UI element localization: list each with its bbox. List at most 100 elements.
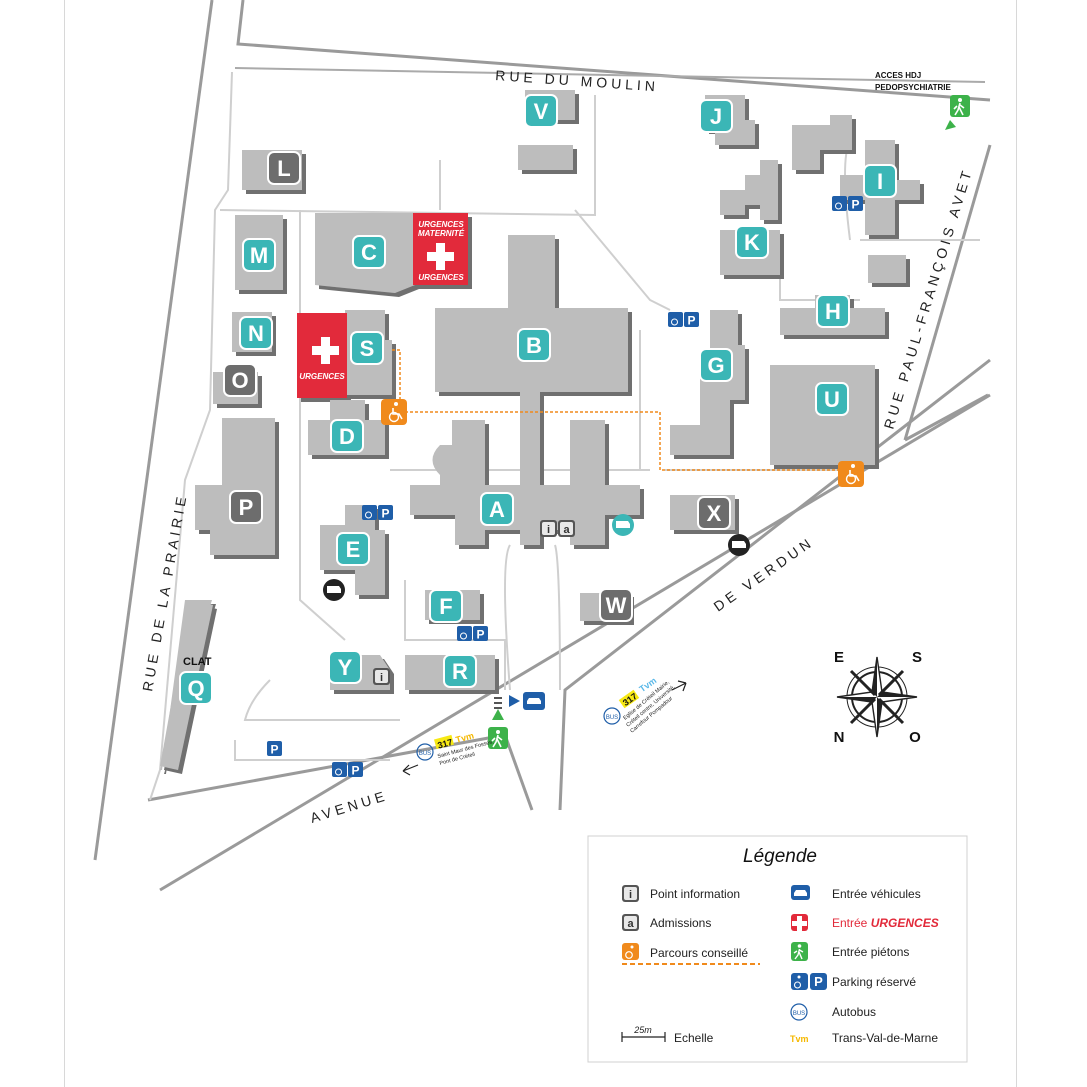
svg-text:25m: 25m — [633, 1025, 652, 1035]
road-avet-junction — [904, 393, 989, 442]
building-label-r[interactable]: R — [443, 654, 477, 688]
building-label-m[interactable]: M — [242, 238, 276, 272]
building-b-shape — [435, 235, 628, 405]
building-letter: K — [744, 230, 760, 255]
reserved-parking-icon: P — [668, 312, 699, 328]
building-label-h[interactable]: H — [816, 294, 850, 328]
legend-label-pedestrians: Entrée piétons — [832, 945, 909, 959]
compass-e: E — [834, 649, 844, 666]
building-label-e[interactable]: E — [336, 532, 370, 566]
vehicle-entrance-icon — [509, 692, 545, 710]
building-label-d[interactable]: D — [330, 419, 364, 453]
building-letter: X — [707, 501, 722, 526]
building-letter: D — [339, 424, 355, 449]
building-letter: V — [534, 99, 549, 124]
legend-label-route: Parcours conseillé — [650, 946, 748, 960]
building-letter: Q — [187, 676, 204, 701]
urgences-mat-text-3: URGENCES — [418, 273, 464, 282]
scale-icon: 25m — [621, 1025, 666, 1042]
road-rue-de-la-prairie-outer — [93, 0, 214, 861]
svg-text:i: i — [629, 889, 632, 901]
building-letter: G — [707, 353, 724, 378]
building-label-g[interactable]: G — [699, 348, 733, 382]
building-letter: E — [346, 537, 361, 562]
pedestrian-entrance-icon — [791, 942, 808, 961]
svg-text:i: i — [547, 524, 550, 536]
compass-o: O — [909, 729, 921, 746]
building-label-c[interactable]: C — [352, 235, 386, 269]
building-letter: I — [877, 169, 883, 194]
urgences-main-text: URGENCES — [299, 372, 345, 381]
bus-icon: BUS — [790, 1003, 808, 1021]
compass-rose: E S N O — [834, 649, 922, 746]
building-letter: B — [526, 333, 542, 358]
building-label-b[interactable]: B — [517, 328, 551, 362]
legend-label-vehicles: Entrée véhicules — [832, 887, 921, 901]
building-label-k[interactable]: K — [735, 225, 769, 259]
building-label-y[interactable]: Y — [328, 650, 362, 684]
pedestrian-entrance-icon — [945, 95, 970, 130]
svg-text:P: P — [381, 507, 389, 521]
building-label-v[interactable]: V — [524, 94, 558, 128]
legend-label-emergency: Entrée URGENCES — [832, 916, 939, 930]
road-rue-du-moulin-north — [234, 67, 986, 83]
legend-title: Légende — [743, 846, 817, 867]
reserved-parking-icon: P — [267, 741, 282, 757]
building-label-s[interactable]: S — [350, 331, 384, 365]
road-paul-francois-avet-east — [903, 144, 992, 441]
pedestrian-entrance-icon — [488, 709, 508, 749]
emergency-cross-icon — [312, 337, 339, 364]
building-letter: F — [439, 594, 452, 619]
compass-s: S — [912, 649, 922, 666]
svg-text:P: P — [476, 628, 484, 642]
building-label-j[interactable]: J — [699, 99, 733, 133]
building-label-p[interactable]: P — [229, 490, 263, 524]
building-letter: Y — [338, 655, 353, 680]
emergency-entrance-icon — [791, 914, 808, 931]
building-label-i[interactable]: I — [863, 164, 897, 198]
map-frame — [64, 0, 1017, 1087]
svg-text:i: i — [380, 672, 383, 684]
urgences-main-sign: URGENCES — [299, 337, 345, 381]
info-icon: i — [622, 885, 639, 902]
building-label-a[interactable]: A — [480, 492, 514, 526]
building-letter: A — [489, 497, 505, 522]
building-letter: J — [710, 104, 722, 129]
building-label-n[interactable]: N — [239, 316, 273, 350]
building-letter: C — [361, 240, 377, 265]
building-label-f[interactable]: F — [429, 589, 463, 623]
building-label-x[interactable]: X — [697, 496, 731, 530]
building-label-o[interactable]: O — [223, 363, 257, 397]
accessible-route-icon — [381, 399, 407, 425]
svg-text:P: P — [351, 764, 359, 778]
reserved-parking-icon: P — [332, 762, 363, 778]
legend-label-scale: Echelle — [674, 1031, 714, 1045]
building-label-u[interactable]: U — [815, 382, 849, 416]
admissions-icon: a — [558, 520, 575, 537]
delivery-truck-icon — [612, 514, 634, 536]
svg-text:P: P — [851, 198, 859, 212]
street-rue-du-moulin: RUE DU MOULIN — [495, 67, 660, 94]
emergency-cross-icon — [427, 243, 454, 270]
svg-text:P: P — [270, 743, 278, 757]
urgences-maternite-sign: URGENCES MATERNITÉ URGENCES — [418, 220, 465, 282]
bus-icon: BUS — [419, 751, 431, 757]
building-letter: U — [824, 387, 840, 412]
compass-n: N — [834, 729, 845, 746]
tvm-icon: Tvm — [455, 730, 475, 744]
accessible-route-path — [392, 349, 845, 471]
building-label-w[interactable]: W — [599, 588, 633, 622]
reserved-parking-icon: P — [362, 505, 393, 521]
info-icon: i — [373, 668, 390, 685]
legend-label-admissions: Admissions — [650, 916, 711, 930]
building-letter: P — [239, 495, 254, 520]
tvm-icon: Tvm — [790, 1034, 809, 1044]
urgences-mat-text-1: URGENCES — [418, 220, 464, 229]
legend: Légende i Point information a Admissions… — [587, 835, 968, 1063]
info-icon: i — [540, 520, 557, 537]
building-g-shape — [670, 310, 745, 455]
building-label-q[interactable]: Q — [179, 671, 213, 705]
building-letter: M — [250, 243, 268, 268]
legend-label-tvm: Trans-Val-de-Marne — [832, 1031, 938, 1045]
building-label-l[interactable]: L — [267, 151, 301, 185]
